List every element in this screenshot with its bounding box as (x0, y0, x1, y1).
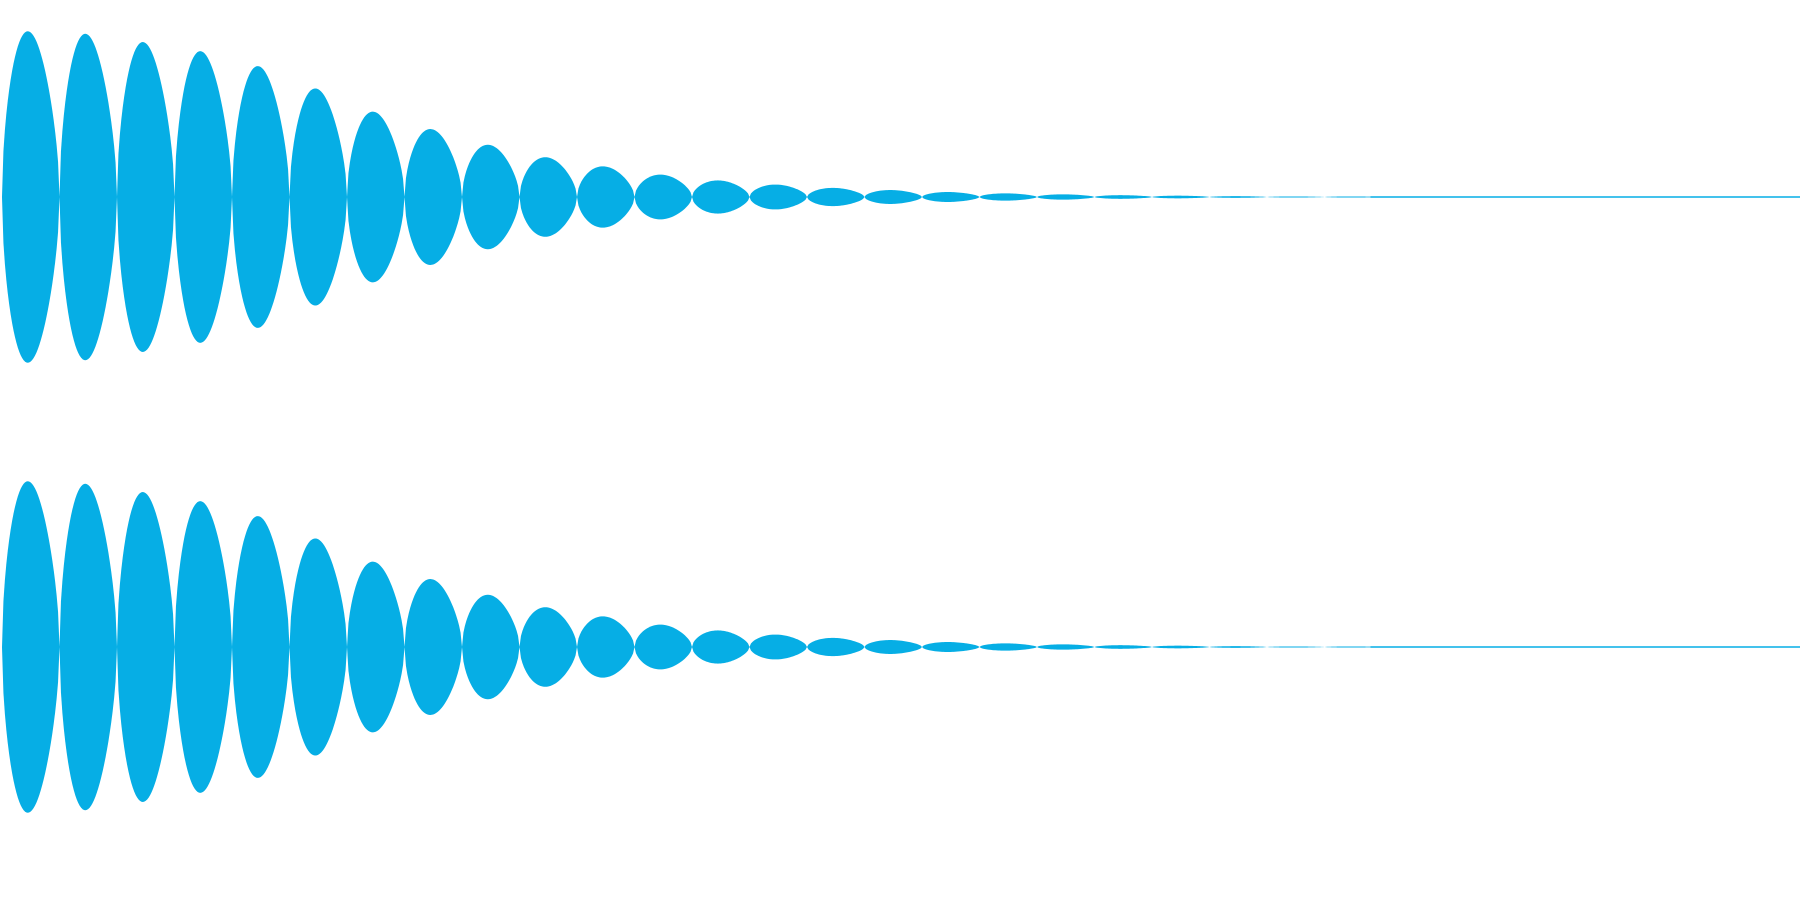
waveform-left-lobe-5 (232, 66, 290, 328)
waveform-left-lobe-21 (1152, 195, 1210, 199)
waveform-left-lobe-6 (289, 88, 347, 306)
waveform-left-lobe-1 (2, 31, 60, 363)
waveform-channel-left (2, 31, 1800, 363)
waveform-right-lobe-9 (462, 594, 520, 700)
waveform-right-lobe-6 (289, 538, 347, 756)
waveform-right-lobe-3 (117, 492, 175, 802)
waveform-right-lobe-17 (922, 642, 980, 652)
waveform-right-lobe-8 (404, 579, 462, 715)
waveform-left-lobe-13 (692, 180, 750, 214)
waveform-svg-left (2, 31, 1800, 363)
waveform-right-lobe-24 (1324, 646, 1382, 648)
waveform-left-lobe-12 (634, 174, 692, 220)
waveform-left-lobe-3 (117, 42, 175, 352)
waveform-left-lobe-8 (404, 129, 462, 265)
waveform-left-lobe-15 (807, 187, 865, 207)
waveform-left-lobe-24 (1324, 196, 1382, 198)
waveform-right-lobe-13 (692, 630, 750, 664)
waveform-left-lobe-11 (577, 166, 635, 228)
waveform-right-lobe-21 (1152, 645, 1210, 649)
waveform-right-lobe-20 (1094, 645, 1152, 649)
waveform-left-lobe-14 (749, 184, 807, 210)
waveform-right-lobe-4 (174, 501, 232, 793)
waveform-left-lobe-2 (59, 33, 117, 361)
waveform-right-lobe-10 (519, 607, 577, 687)
waveform-right-lobe-7 (347, 561, 405, 733)
waveform-right-lobe-23 (1267, 646, 1325, 648)
waveform-right-lobe-5 (232, 516, 290, 778)
waveform-right-lobe-16 (864, 640, 922, 654)
waveform-left-lobe-4 (174, 51, 232, 343)
waveform-left-lobe-19 (1037, 194, 1095, 200)
waveform-right-lobe-19 (1037, 644, 1095, 650)
waveform-left-lobe-7 (347, 111, 405, 283)
waveform-svg-right (2, 481, 1800, 813)
waveform-left-lobe-20 (1094, 195, 1152, 199)
waveform-right-lobe-14 (749, 634, 807, 660)
waveform-right-lobe-11 (577, 616, 635, 678)
waveform-right-lobe-15 (807, 637, 865, 657)
waveform-right-lobe-12 (634, 624, 692, 670)
waveform-left-lobe-10 (519, 157, 577, 237)
waveform-right-lobe-18 (979, 643, 1037, 651)
waveform-left-lobe-18 (979, 193, 1037, 201)
waveform-channel-right (0, 450, 1800, 900)
waveform-left-lobe-9 (462, 144, 520, 250)
waveform-left-lobe-17 (922, 192, 980, 202)
waveform-left-lobe-22 (1209, 196, 1267, 198)
waveform-right-lobe-1 (2, 481, 60, 813)
waveform-left-lobe-16 (864, 190, 922, 204)
waveform-left-lobe-23 (1267, 196, 1325, 198)
waveform-right-lobe-2 (59, 483, 117, 811)
waveform-right-lobe-22 (1209, 646, 1267, 648)
